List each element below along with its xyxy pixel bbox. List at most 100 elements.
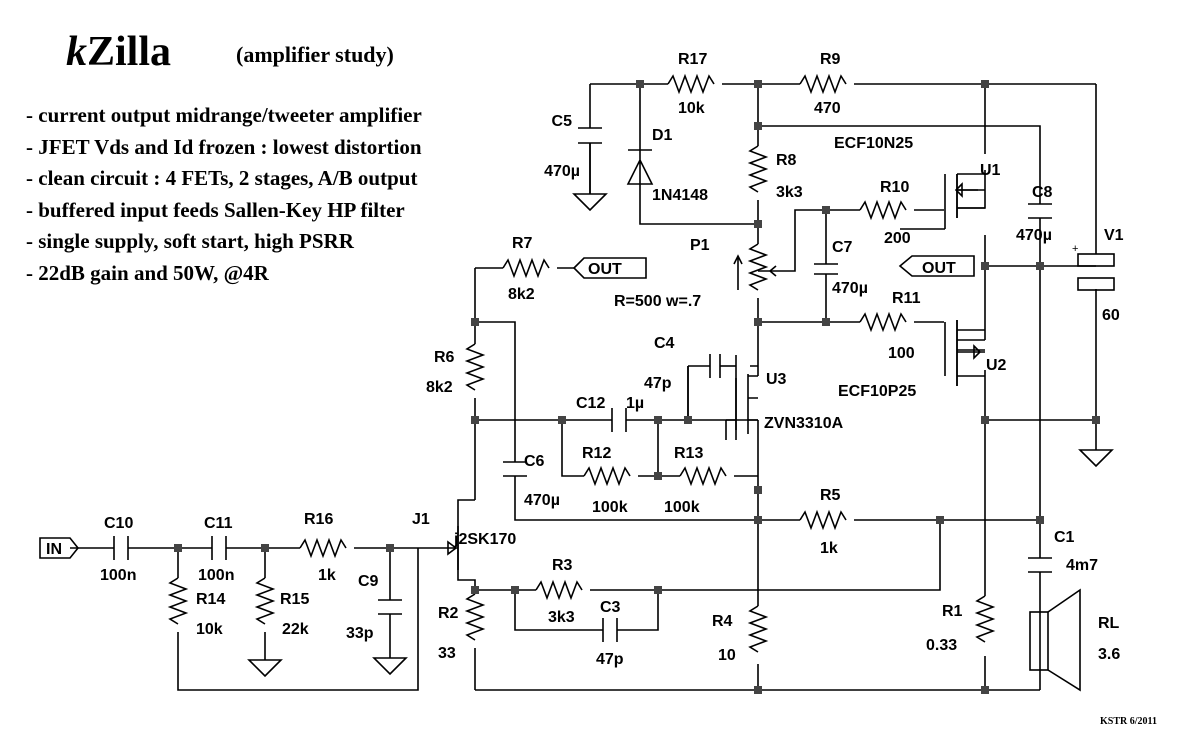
r5-value: 1k bbox=[820, 540, 838, 557]
r17-ref: R17 bbox=[678, 51, 707, 68]
j1-jfet bbox=[446, 526, 459, 570]
c4-symbol bbox=[709, 354, 721, 378]
u3-mosfet bbox=[725, 374, 758, 440]
c5-ref: C5 bbox=[552, 113, 573, 130]
r4-value: 10 bbox=[718, 647, 736, 664]
r3-value: 3k3 bbox=[548, 609, 575, 626]
v1-source: + bbox=[1072, 243, 1115, 291]
title-name: Zilla bbox=[87, 29, 172, 75]
out-port-left-label: OUT bbox=[588, 261, 622, 278]
c12-symbol bbox=[611, 408, 627, 432]
r15-value: 22k bbox=[282, 621, 309, 638]
r1-ref: R1 bbox=[942, 603, 963, 620]
ground-icon bbox=[1078, 449, 1114, 468]
c1-symbol bbox=[1028, 557, 1052, 573]
c5-value: 470µ bbox=[544, 163, 580, 180]
c7-ref: C7 bbox=[832, 239, 853, 256]
r8-ref: R8 bbox=[776, 152, 797, 169]
r12-symbol bbox=[583, 465, 631, 487]
c10-ref: C10 bbox=[104, 515, 133, 532]
r10-value: 200 bbox=[884, 230, 911, 247]
r11-value: 100 bbox=[888, 345, 915, 362]
c10-value: 100n bbox=[100, 567, 136, 584]
r3-ref: R3 bbox=[552, 557, 573, 574]
r2-symbol bbox=[464, 593, 486, 641]
c8-ref: C8 bbox=[1032, 184, 1053, 201]
in-port-label: IN bbox=[46, 541, 62, 558]
c1-ref: C1 bbox=[1054, 529, 1075, 546]
d1-ref: D1 bbox=[652, 127, 673, 144]
c9-ref: C9 bbox=[358, 573, 379, 590]
d1-value: 1N4148 bbox=[652, 187, 708, 204]
c3-symbol bbox=[602, 618, 618, 642]
p1-wiper-arrow bbox=[758, 265, 777, 277]
rl-speaker bbox=[1029, 588, 1081, 692]
design-notes: - current output midrange/tweeter amplif… bbox=[26, 100, 422, 289]
r12-ref: R12 bbox=[582, 445, 611, 462]
r10-ref: R10 bbox=[880, 179, 909, 196]
u1-value: ECF10N25 bbox=[834, 135, 913, 152]
schematic-subtitle: (amplifier study) bbox=[236, 42, 394, 67]
note-item: - JFET Vds and Id frozen : lowest distor… bbox=[26, 134, 422, 159]
c6-ref: C6 bbox=[524, 453, 545, 470]
r7-ref: R7 bbox=[512, 235, 533, 252]
r5-symbol bbox=[799, 509, 847, 531]
r10-symbol bbox=[859, 199, 907, 221]
r1-symbol bbox=[974, 595, 996, 643]
r16-symbol bbox=[299, 537, 347, 559]
r17-value: 10k bbox=[678, 100, 705, 117]
u2-value: ECF10P25 bbox=[838, 383, 916, 400]
j1-ref: J1 bbox=[412, 511, 430, 528]
r8-value: 3k3 bbox=[776, 184, 803, 201]
u2-mosfet bbox=[944, 320, 985, 386]
p1-ref: P1 bbox=[690, 237, 710, 254]
c9-symbol bbox=[378, 599, 402, 615]
c4-ref: C4 bbox=[654, 335, 675, 352]
c8-symbol bbox=[1028, 203, 1052, 219]
d1-diode bbox=[626, 149, 654, 185]
p1-symbol bbox=[747, 243, 769, 291]
note-item: - 22dB gain and 50W, @4R bbox=[26, 260, 269, 285]
r2-ref: R2 bbox=[438, 605, 459, 622]
r15-ref: R15 bbox=[280, 591, 309, 608]
r13-value: 100k bbox=[664, 499, 700, 516]
svg-text:+: + bbox=[1072, 243, 1078, 255]
author-credit: KSTR 6/2011 bbox=[1100, 716, 1157, 727]
r9-symbol bbox=[799, 73, 847, 95]
component-labels: C5 470µ R17 10k R9 470 D1 1N4148 R8 3k3 … bbox=[46, 51, 1124, 668]
out-port-right bbox=[898, 255, 975, 277]
c12-ref: C12 bbox=[576, 395, 605, 412]
r7-symbol bbox=[502, 257, 550, 279]
note-item: - buffered input feeds Sallen-Key HP fil… bbox=[26, 197, 405, 222]
c7-value: 470µ bbox=[832, 280, 868, 297]
r13-ref: R13 bbox=[674, 445, 703, 462]
c7-symbol bbox=[814, 263, 838, 275]
rl-ref: RL bbox=[1098, 615, 1120, 632]
c1-value: 4m7 bbox=[1066, 557, 1098, 574]
c11-value: 100n bbox=[198, 567, 234, 584]
c4-value: 47p bbox=[644, 375, 672, 392]
v1-ref: V1 bbox=[1104, 227, 1124, 244]
v1-value: 60 bbox=[1102, 307, 1120, 324]
r6-symbol bbox=[464, 343, 486, 391]
r9-value: 470 bbox=[814, 100, 841, 117]
note-item: - clean circuit : 4 FETs, 2 stages, A/B … bbox=[26, 166, 418, 190]
r5-ref: R5 bbox=[820, 487, 841, 504]
ground-icon bbox=[247, 659, 283, 678]
c6-value: 470µ bbox=[524, 492, 560, 509]
u1-mosfet bbox=[944, 173, 985, 229]
resistors bbox=[167, 73, 996, 653]
u3-value: ZVN3310A bbox=[764, 415, 844, 432]
c9-value: 33p bbox=[346, 625, 374, 642]
r14-ref: R14 bbox=[196, 591, 225, 608]
p1-value: R=500 w=.7 bbox=[614, 293, 701, 310]
r4-symbol bbox=[747, 605, 769, 653]
title-prefix: k bbox=[66, 29, 87, 75]
c3-value: 47p bbox=[596, 651, 624, 668]
c12-value: 1µ bbox=[626, 395, 644, 412]
r6-ref: R6 bbox=[434, 349, 455, 366]
r9-ref: R9 bbox=[820, 51, 841, 68]
r16-ref: R16 bbox=[304, 511, 333, 528]
r11-symbol bbox=[859, 311, 907, 333]
c5-symbol bbox=[578, 127, 602, 144]
